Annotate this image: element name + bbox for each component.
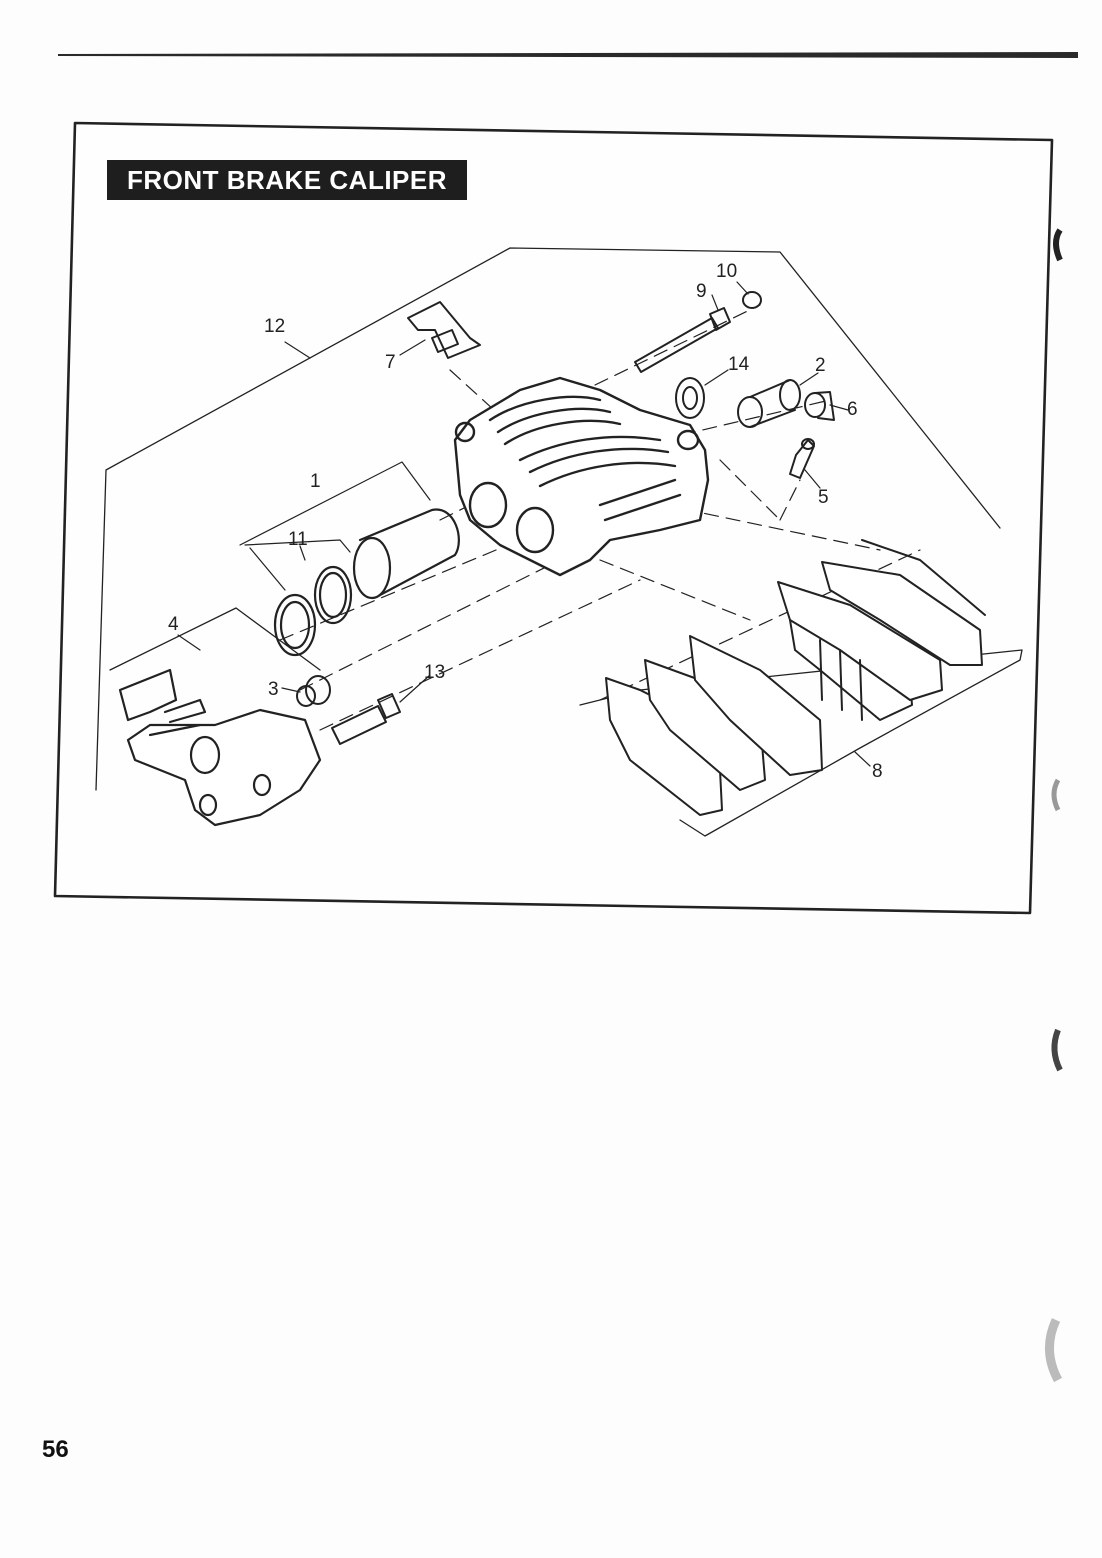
sleeve-bolt-part bbox=[737, 379, 801, 428]
pin-cap-part bbox=[742, 291, 762, 309]
callout-5: 5 bbox=[818, 487, 829, 508]
bleeder-valve-part bbox=[789, 438, 815, 479]
callout-8: 8 bbox=[872, 761, 883, 782]
callout-leaders bbox=[177, 281, 871, 767]
page-number: 56 bbox=[42, 1436, 69, 1463]
piston-seal-part bbox=[273, 565, 353, 657]
callout-4: 4 bbox=[168, 614, 179, 635]
mounting-bracket-part bbox=[118, 668, 322, 827]
callout-7: 7 bbox=[385, 352, 396, 373]
callout-13: 13 bbox=[424, 662, 446, 683]
callout-14: 14 bbox=[728, 354, 750, 375]
brake-pads-part bbox=[605, 539, 986, 816]
bracket-group-outline bbox=[109, 607, 321, 671]
callout-10: 10 bbox=[716, 261, 738, 282]
caliper-housing bbox=[453, 376, 710, 577]
guide-pin-part bbox=[634, 307, 731, 373]
callout-1: 1 bbox=[310, 471, 321, 492]
binder-edge bbox=[1044, 228, 1063, 1383]
assembly-outline bbox=[95, 247, 1001, 791]
callout-11: 11 bbox=[288, 529, 308, 550]
callout-12: 12 bbox=[264, 316, 286, 337]
diagram-title: FRONT BRAKE CALIPER bbox=[107, 160, 467, 200]
callout-9: 9 bbox=[696, 281, 707, 302]
pad-clip-part bbox=[407, 301, 481, 359]
callout-6: 6 bbox=[847, 399, 858, 420]
header-rule bbox=[58, 52, 1078, 58]
pin-boot-part bbox=[296, 675, 331, 707]
piston-part bbox=[352, 508, 460, 600]
washer-part bbox=[675, 377, 705, 419]
callout-3: 3 bbox=[268, 679, 279, 700]
callout-2: 2 bbox=[815, 355, 826, 376]
mounting-bolt-part bbox=[331, 693, 401, 745]
